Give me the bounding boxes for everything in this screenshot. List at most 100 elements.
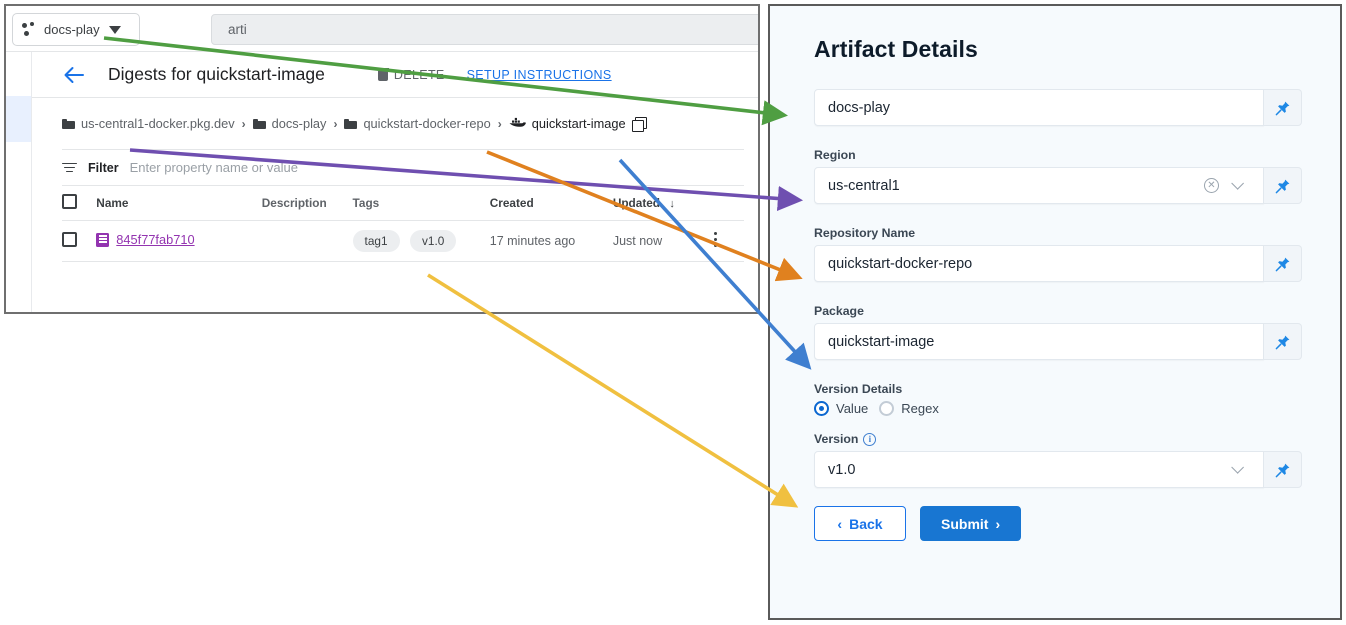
column-header-name[interactable]: Name (96, 185, 262, 221)
package-input-row: quickstart-image (814, 323, 1302, 360)
digest-link-label: 845f77fab710 (116, 232, 195, 248)
field-project: docs-play (808, 89, 1302, 126)
chevron-down-icon[interactable] (1231, 177, 1244, 190)
version-label-text: Version (814, 432, 859, 446)
repository-input-row: quickstart-docker-repo (814, 245, 1302, 282)
back-button[interactable]: ‹ Back (814, 506, 906, 541)
breadcrumb-separator-icon: › (497, 116, 502, 131)
pin-package-button[interactable] (1264, 323, 1302, 360)
radio-value[interactable]: Value (814, 401, 868, 416)
info-icon[interactable]: i (863, 432, 877, 446)
column-header-menu (713, 185, 744, 221)
column-header-tags[interactable]: Tags (352, 185, 490, 221)
submit-button[interactable]: Submit › (920, 506, 1022, 541)
tag-chip[interactable]: v1.0 (410, 230, 457, 252)
digest-icon (96, 232, 110, 247)
breadcrumb-item-registry[interactable]: us-central1-docker.pkg.dev (62, 116, 235, 131)
breadcrumb-label-project: docs-play (271, 116, 327, 131)
folder-icon (252, 118, 266, 129)
breadcrumb-label-repository: quickstart-docker-repo (363, 116, 491, 131)
form-actions: ‹ Back Submit › (814, 506, 1302, 541)
project-dots-icon (22, 22, 37, 37)
breadcrumb-item-package: quickstart-image (509, 116, 647, 132)
column-header-updated-label: Updated (612, 196, 661, 210)
package-label: Package (814, 304, 864, 318)
select-all-header[interactable] (62, 185, 97, 221)
chevron-down-icon (108, 25, 121, 34)
field-region: Region us-central1 ✕ (808, 148, 1302, 204)
back-arrow-icon[interactable] (62, 63, 86, 87)
column-header-description[interactable]: Description (261, 185, 353, 221)
row-tags-cell: tag1 v1.0 (352, 220, 490, 262)
breadcrumb-item-repository[interactable]: quickstart-docker-repo (344, 116, 491, 131)
radio-regex-label: Regex (901, 401, 939, 416)
docker-whale-icon (509, 116, 526, 131)
field-repository-name: Repository Name quickstart-docker-repo (808, 226, 1302, 282)
console-search-value: arti (228, 22, 247, 37)
breadcrumb: us-central1-docker.pkg.dev › docs-play ›… (32, 98, 758, 149)
radio-unselected-icon (879, 401, 895, 416)
pin-version-button[interactable] (1264, 451, 1302, 488)
digest-link[interactable]: 845f77fab710 (96, 232, 195, 248)
breadcrumb-label-package: quickstart-image (531, 116, 626, 131)
version-details-label: Version Details (814, 382, 903, 396)
chevron-down-icon[interactable] (1231, 461, 1244, 474)
select-all-checkbox[interactable] (62, 194, 77, 209)
region-label: Region (814, 148, 856, 162)
row-created-cell: 17 minutes ago (489, 220, 613, 262)
copy-icon[interactable] (631, 117, 647, 132)
back-button-label: Back (849, 515, 883, 532)
field-version-details: Version Details Value Regex (808, 382, 1302, 416)
project-selector-label: docs-play (44, 22, 100, 37)
region-input-row: us-central1 ✕ (814, 167, 1302, 204)
repository-name-label: Repository Name (814, 226, 916, 240)
tag-chip[interactable]: tag1 (352, 230, 400, 252)
setup-instructions-link[interactable]: SETUP INSTRUCTIONS (466, 67, 612, 82)
row-overflow-menu-icon[interactable] (713, 231, 718, 248)
console-top-bar: docs-play arti (6, 6, 758, 52)
folder-icon (344, 118, 358, 129)
project-selector[interactable]: docs-play (12, 13, 140, 46)
repository-name-input[interactable]: quickstart-docker-repo (814, 245, 1264, 282)
breadcrumb-label-registry: us-central1-docker.pkg.dev (81, 116, 235, 131)
version-input-row: v1.0 (814, 451, 1302, 488)
radio-regex[interactable]: Regex (879, 401, 939, 416)
left-nav-rail[interactable] (6, 52, 32, 312)
radio-value-label: Value (836, 401, 869, 416)
column-header-updated[interactable]: Updated ↓ (612, 185, 714, 221)
page-header: Digests for quickstart-image DELETE SETU… (32, 52, 758, 98)
breadcrumb-separator-icon: › (241, 116, 246, 131)
row-name-cell: 845f77fab710 (96, 220, 262, 262)
breadcrumb-separator-icon: › (333, 116, 338, 131)
table-row[interactable]: 845f77fab710 tag1 v1.0 17 minutes ago Ju… (62, 220, 744, 262)
filter-bar[interactable]: Filter Enter property name or value (62, 149, 744, 185)
console-search-input[interactable]: arti (211, 14, 758, 45)
artifact-details-panel: Artifact Details docs-play Region (768, 4, 1342, 620)
pin-project-button[interactable] (1264, 89, 1302, 126)
filter-label: Filter (88, 160, 119, 175)
pin-icon (1275, 463, 1289, 477)
pin-icon (1275, 179, 1289, 193)
delete-button[interactable]: DELETE (376, 68, 445, 82)
clear-icon[interactable]: ✕ (1204, 178, 1219, 193)
row-menu-cell[interactable] (713, 220, 744, 262)
radio-selected-icon (814, 401, 829, 416)
digests-table: Name Description Tags Created Updated ↓ (62, 185, 744, 262)
back-chevron-icon: ‹ (837, 515, 843, 532)
sort-descending-icon: ↓ (669, 198, 675, 210)
region-input[interactable]: us-central1 ✕ (814, 167, 1264, 204)
region-input-value: us-central1 (828, 177, 900, 194)
row-select-cell[interactable] (62, 220, 97, 262)
version-label: Version i (814, 432, 1302, 446)
repository-name-input-value: quickstart-docker-repo (828, 255, 973, 272)
column-header-created[interactable]: Created (489, 185, 613, 221)
breadcrumb-item-project[interactable]: docs-play (252, 116, 327, 131)
version-input[interactable]: v1.0 (814, 451, 1264, 488)
project-input[interactable]: docs-play (814, 89, 1264, 126)
row-checkbox[interactable] (62, 232, 77, 247)
package-input[interactable]: quickstart-image (814, 323, 1264, 360)
pin-repository-button[interactable] (1264, 245, 1302, 282)
pin-region-button[interactable] (1264, 167, 1302, 204)
trash-icon (376, 68, 389, 81)
